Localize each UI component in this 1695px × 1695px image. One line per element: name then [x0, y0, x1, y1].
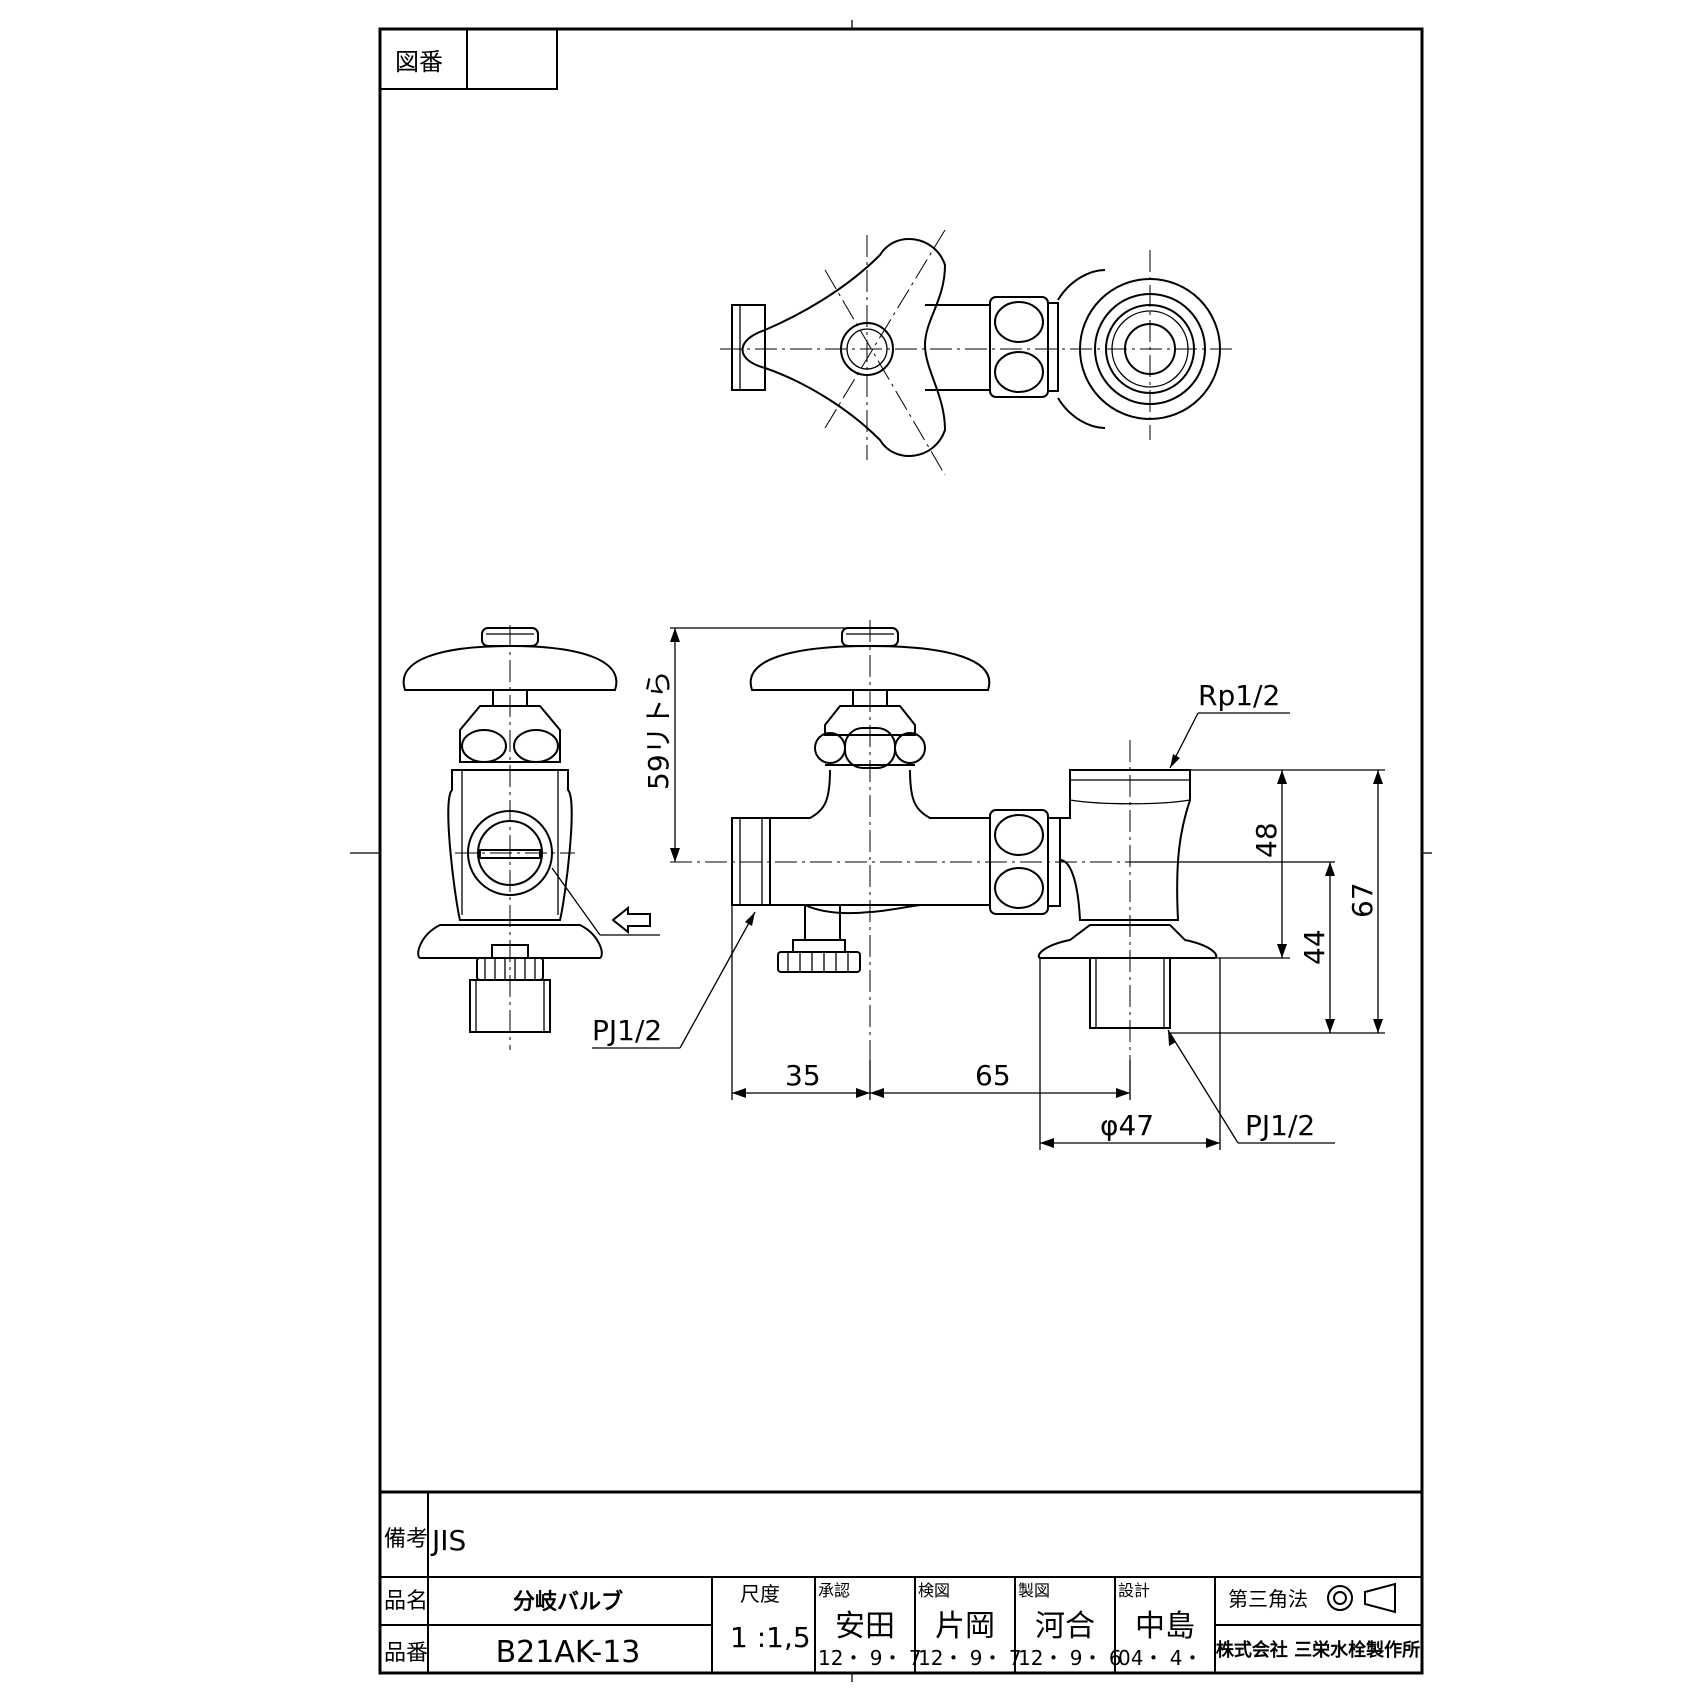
check-date: 12・ 9・ 7: [918, 1646, 1022, 1670]
product-code-label: 品番: [384, 1641, 428, 1666]
design-label: 設計: [1118, 1581, 1150, 1600]
product-name-value: 分岐バルブ: [513, 1589, 623, 1615]
company-name: 株式会社 三栄水栓製作所: [1216, 1639, 1420, 1661]
scale-value: 1 :1,5: [730, 1621, 811, 1654]
draw-date: 12・ 9・ 6: [1018, 1646, 1122, 1670]
remarks-label: 備考: [384, 1527, 428, 1552]
dim-48: 48: [1250, 822, 1283, 858]
product-code-value: B21AK-13: [496, 1635, 641, 1670]
approve-label: 承認: [818, 1581, 850, 1600]
dim-44: 44: [1298, 929, 1331, 965]
third-angle-projection-symbol: [1327, 1582, 1396, 1614]
side-view: [402, 625, 660, 1050]
dim-diameter: φ47: [1100, 1109, 1154, 1142]
top-view: [720, 229, 1235, 476]
design-name: 中島: [1135, 1609, 1195, 1644]
dim-65: 65: [975, 1059, 1011, 1092]
dim-thread-left: PJ1/2: [592, 1014, 662, 1047]
drawing-number-label: 図番: [395, 48, 443, 76]
projection-label: 第三角法: [1228, 1587, 1308, 1611]
dimensions: 59リトら Rp1/2 48 44 67 35: [592, 627, 1385, 1150]
dim-thread-right: PJ1/2: [1245, 1109, 1315, 1142]
front-view: [670, 620, 1330, 1100]
dim-67: 67: [1346, 882, 1379, 918]
scale-label: 尺度: [740, 1582, 780, 1606]
dim-top-height: 59リトら: [642, 670, 675, 790]
draw-label: 製図: [1018, 1581, 1050, 1600]
draw-name: 河合: [1035, 1609, 1095, 1644]
design-date: 04・ 4・: [1118, 1646, 1203, 1670]
sheet-frame: [350, 20, 1432, 1682]
remarks-value: JIS: [430, 1524, 466, 1557]
dim-35: 35: [785, 1059, 821, 1092]
product-name-label: 品名: [384, 1589, 428, 1614]
approve-date: 12・ 9・ 7: [818, 1646, 922, 1670]
approve-name: 安田: [835, 1609, 895, 1644]
check-name: 片岡: [935, 1609, 995, 1644]
drawing-number-box: 図番: [379, 28, 558, 90]
title-block: 備考 JIS 品名 分岐バルブ 品番 B21AK-13 尺度 1 :1,5 承認…: [380, 1490, 1422, 1673]
check-label: 検図: [918, 1581, 950, 1600]
dim-thread-top: Rp1/2: [1198, 679, 1280, 712]
